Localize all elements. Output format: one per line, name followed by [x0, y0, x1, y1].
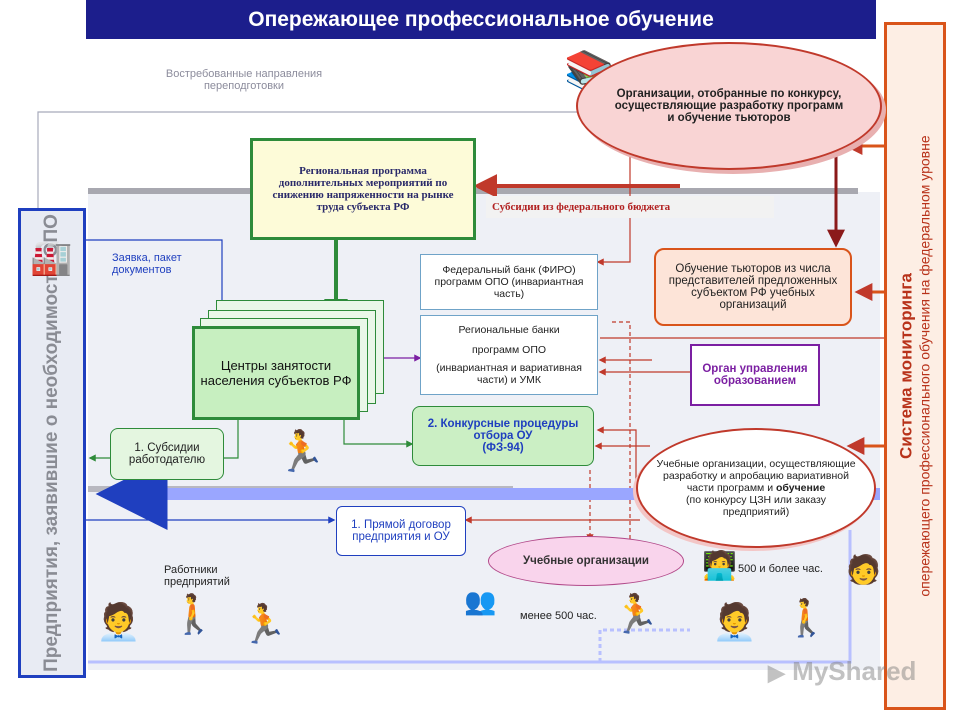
less-500-hours-label: менее 500 час. [520, 610, 597, 622]
watermark-icon: ▶ [768, 660, 785, 685]
workers-label: Работники предприятий [164, 564, 230, 588]
worker-briefcase-icon: 🚶 [170, 594, 218, 636]
selected-organizations-text: Организации, отобранные по конкурсу, осу… [614, 88, 844, 124]
running-man-icon: 🏃 [276, 430, 326, 474]
educational-orgs-dev-text1: Учебные организации, осуществляющие разр… [656, 458, 856, 494]
seated-worker-icon: 🧑 [846, 554, 881, 585]
education-authority-text: Орган управления образованием [702, 363, 808, 387]
federal-bank-text: Федеральный банк (ФИРО) программ ОПО (ин… [434, 264, 584, 300]
education-authority-box: Орган управления образованием [690, 344, 820, 406]
tutor-training-box: Обучение тьюторов из числа представителе… [654, 248, 852, 326]
federal-bank-box: Федеральный банк (ФИРО) программ ОПО (ин… [420, 254, 598, 310]
demanded-directions-label: Востребованные направления переподготовк… [165, 68, 323, 92]
worker-briefcase-icon: 🚶 [784, 597, 829, 638]
competitive-procedures-law: (ФЗ-94) [482, 442, 524, 454]
educational-orgs-oval: Учебные организации [488, 536, 684, 586]
regional-banks-title: Региональные банки [458, 324, 560, 336]
educational-orgs-dev-text2: (по конкурсу ЦЗН или заказу предприятий) [686, 494, 826, 518]
educational-orgs-dev-oval: Учебные организации, осуществляющие разр… [636, 428, 876, 548]
direct-contract-text: 1. Прямой договор предприятия и ОУ [351, 519, 451, 543]
regional-banks-box: Региональные банки программ ОПО (инвариа… [420, 315, 598, 395]
monitoring-title: Система мониторинга [897, 273, 916, 459]
federal-subsidies-label: Субсидии из федерального бюджета [486, 196, 774, 218]
regional-program-text: Региональная программа дополнительных ме… [272, 165, 454, 213]
employment-centers-text: Центры занятости населения субъектов РФ [200, 358, 352, 388]
worker-icon: 🧑‍💼 [96, 601, 141, 642]
direct-contract-box: 1. Прямой договор предприятия и ОУ [336, 506, 466, 556]
subsidies-employer-text: 1. Субсидии работодателю [128, 442, 206, 466]
left-vertical-text: Предприятия, заявившие о необходимости О… [41, 214, 62, 672]
regional-banks-line2: программ ОПО [471, 344, 547, 356]
students-icon: 👥 [464, 586, 497, 616]
competitive-procedures-title: 2. Конкурсные процедуры отбора ОУ [427, 418, 579, 442]
computer-user-icon: 🧑‍💻 [702, 550, 737, 581]
factory-icon: 🏭 [30, 239, 73, 277]
left-vertical-panel: Предприятия, заявившие о необходимости О… [18, 208, 86, 678]
worker-running-icon: 🏃 [240, 604, 288, 646]
worker-icon: 🧑‍💼 [712, 601, 757, 642]
application-label: Заявка, пакет документов [112, 252, 182, 276]
subsidies-employer-box: 1. Субсидии работодателю [110, 428, 224, 480]
right-vertical-panel: Система мониторинга опережающего професс… [884, 22, 946, 710]
regional-program-box: Региональная программа дополнительных ме… [250, 138, 476, 240]
employment-centers-box: Центры занятости населения субъектов РФ [192, 326, 360, 420]
watermark-logo: ▶ MyShared [768, 656, 917, 686]
tutor-training-text: Обучение тьюторов из числа представителе… [668, 263, 838, 311]
selected-organizations-oval: Организации, отобранные по конкурсу, осу… [576, 42, 882, 170]
more-500-hours-label: 500 и более час. [738, 563, 823, 575]
worker-running-icon: 🏃 [612, 594, 660, 636]
regional-banks-line3: (инвариантная и вариативная части) и УМК [436, 362, 582, 386]
educational-orgs-text: Учебные организации [523, 555, 649, 567]
page-title: Опережающее профессиональное обучение [86, 0, 876, 39]
competitive-procedures-box: 2. Конкурсные процедуры отбора ОУ (ФЗ-94… [412, 406, 594, 466]
monitoring-subtitle: опережающего профессионального обучения … [917, 135, 933, 597]
